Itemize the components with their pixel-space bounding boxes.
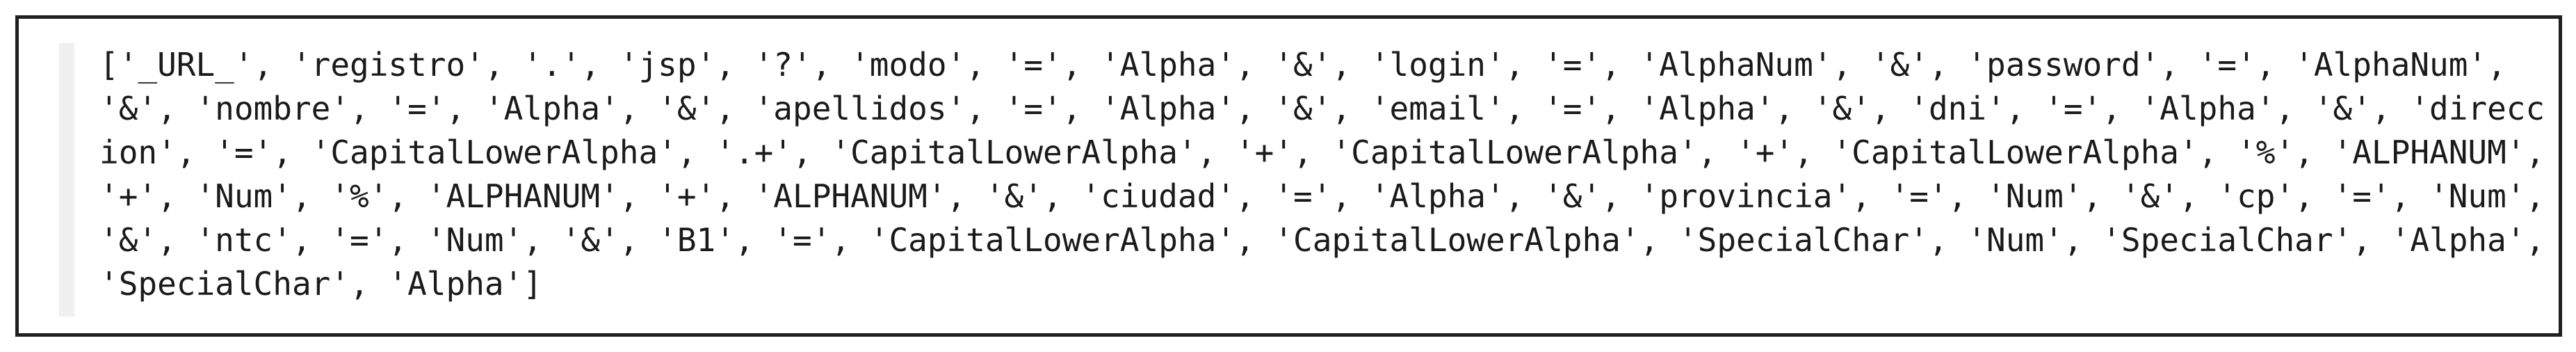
code-text: ['_URL_', 'registro', '.', 'jsp', '?', '…	[99, 43, 2545, 306]
screenshot-frame: ['_URL_', 'registro', '.', 'jsp', '?', '…	[15, 15, 2562, 337]
code-line-1: ['_URL_', 'registro', '.', 'jsp', '?', '…	[99, 46, 2506, 83]
code-line-2: '&', 'nombre', '=', 'Alpha', '&', 'apell…	[99, 90, 2545, 127]
code-line-5: '&', 'ntc', '=', 'Num', '&', 'B1', '=', …	[99, 221, 2545, 259]
code-line-4: '+', 'Num', '%', 'ALPHANUM', '+', 'ALPHA…	[99, 177, 2545, 215]
code-line-6: 'SpecialChar', 'Alpha']	[99, 265, 542, 303]
code-block: ['_URL_', 'registro', '.', 'jsp', '?', '…	[59, 43, 2545, 317]
code-line-3: ion', '=', 'CapitalLowerAlpha', '.+', 'C…	[99, 134, 2545, 171]
code-gutter	[59, 43, 74, 317]
